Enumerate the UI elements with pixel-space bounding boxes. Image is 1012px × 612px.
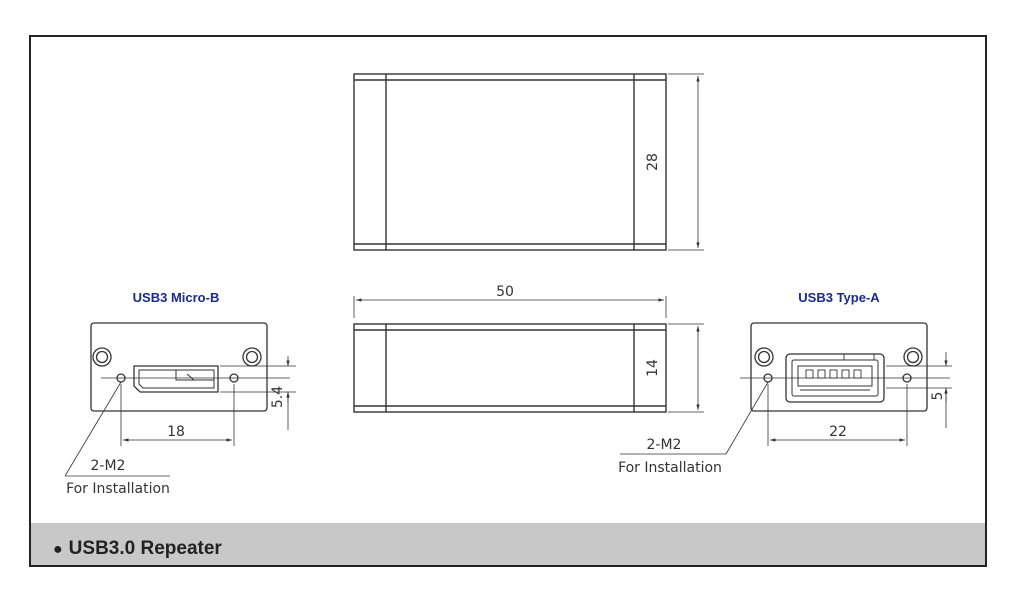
- caption-title: USB3.0 Repeater: [68, 538, 222, 559]
- caption-bar: ● USB3.0 Repeater: [29, 523, 987, 567]
- dimension-height-side: 14: [645, 359, 661, 377]
- side-view: [353, 296, 704, 413]
- dimension-micro-port-height: 5.4: [270, 386, 286, 408]
- dimension-typea-port-width: 22: [829, 424, 847, 440]
- micro-b-screw-note: For Installation: [66, 481, 170, 497]
- dimension-length: 50: [496, 284, 514, 300]
- bullet-icon: ●: [53, 541, 63, 558]
- type-a-screw-note: For Installation: [618, 460, 722, 476]
- micro-b-connector: [133, 365, 219, 393]
- type-a-panel: [750, 322, 928, 412]
- top-view: [353, 73, 704, 251]
- micro-b-title: USB3 Micro-B: [133, 290, 220, 305]
- type-a-screw-label: 2-M2: [647, 437, 682, 453]
- top-view-body: [353, 73, 667, 251]
- micro-b-screw-label: 2-M2: [91, 458, 126, 474]
- side-view-body: [353, 323, 667, 413]
- type-a-connector: [785, 353, 885, 403]
- dimension-micro-hole-spacing: 18: [167, 424, 185, 440]
- dimension-typea-port-height: 5: [930, 392, 946, 401]
- caption: ● USB3.0 Repeater: [53, 538, 222, 560]
- micro-b-end-view: [64, 322, 296, 477]
- type-a-title: USB3 Type-A: [798, 290, 880, 305]
- type-a-end-view: [620, 322, 952, 455]
- dimension-height-top: 28: [645, 153, 661, 171]
- micro-b-panel: [90, 322, 268, 412]
